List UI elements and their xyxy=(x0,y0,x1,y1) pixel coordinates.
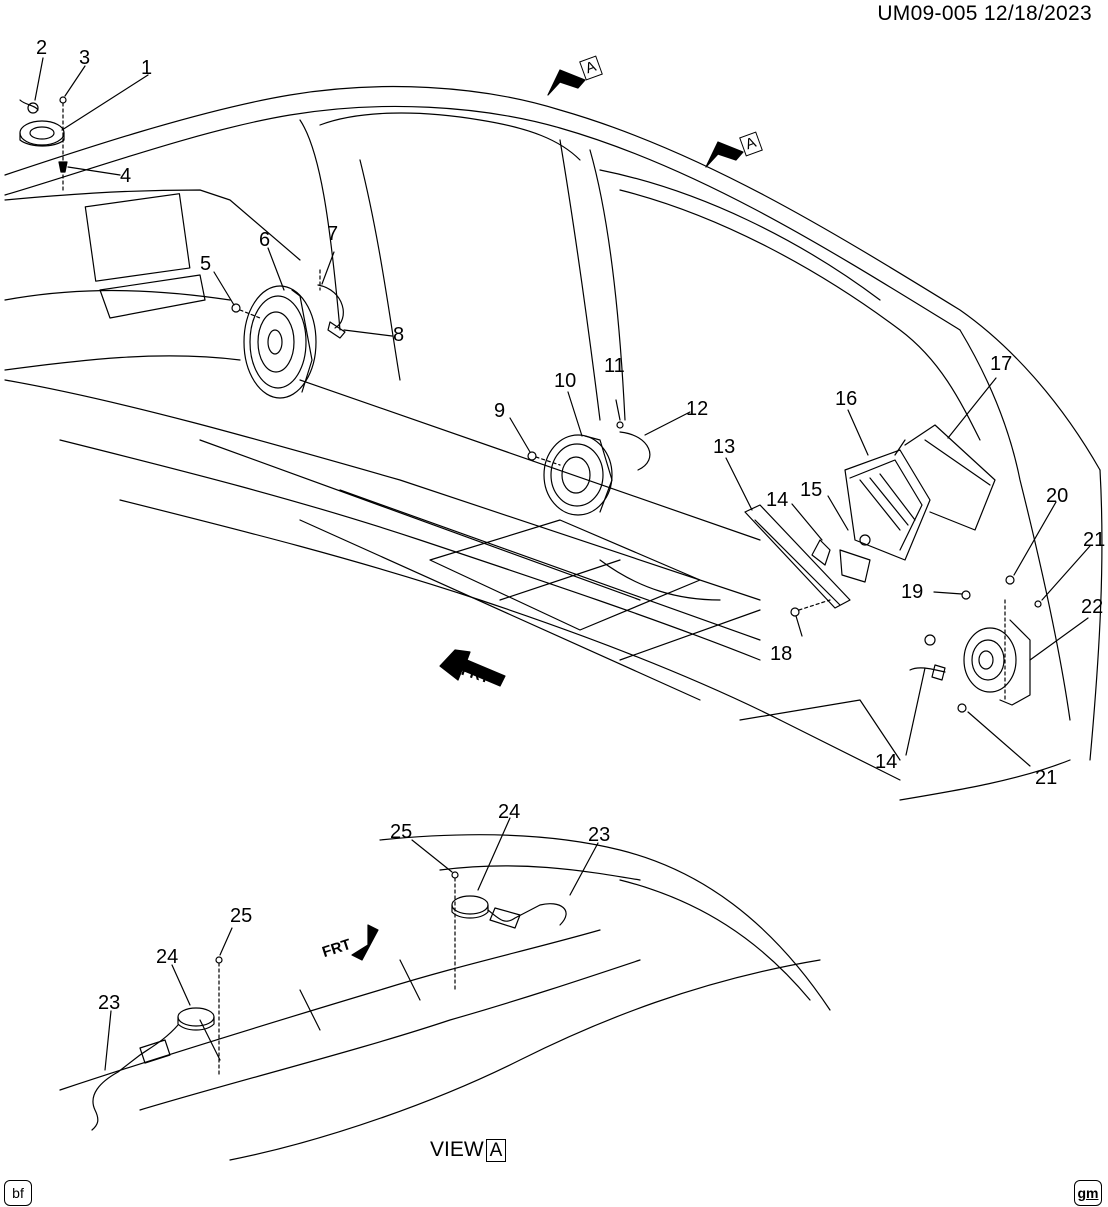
callout-18: 18 xyxy=(770,643,793,665)
frt-arrow-lower-icon xyxy=(351,924,379,961)
callout-9: 9 xyxy=(494,400,506,422)
callout-6: 6 xyxy=(259,229,271,251)
bf-badge: bf xyxy=(4,1180,32,1206)
callout-4: 4 xyxy=(120,165,132,187)
callout-21: 21 xyxy=(1083,529,1106,551)
callout-24-lower: 24 xyxy=(156,946,179,968)
callout-11: 11 xyxy=(604,355,625,377)
callout-20: 20 xyxy=(1046,485,1069,507)
gm-logo: gm xyxy=(1074,1180,1102,1206)
callout-leaders xyxy=(34,57,1091,1071)
callout-19: 19 xyxy=(901,581,924,603)
callout-15: 15 xyxy=(800,479,823,501)
callout-5: 5 xyxy=(200,253,212,275)
callout-2: 2 xyxy=(36,37,48,59)
frt-arrow-upper-icon xyxy=(439,649,506,687)
callout-17: 17 xyxy=(990,353,1013,375)
front-door-speaker xyxy=(231,269,346,399)
view-caption-prefix: VIEW xyxy=(430,1138,484,1161)
callout-14: 14 xyxy=(766,489,789,511)
callout-7: 7 xyxy=(327,223,339,245)
callout-13: 13 xyxy=(713,436,736,458)
callout-3: 3 xyxy=(79,47,91,69)
view-arrow-1 xyxy=(547,69,586,96)
diagram-id-date: UM09-005 12/18/2023 xyxy=(877,2,1092,25)
rear-door-speaker xyxy=(527,421,651,516)
callout-23: 23 xyxy=(588,824,611,846)
callout-8: 8 xyxy=(393,324,405,346)
amplifier-assembly xyxy=(744,424,996,617)
callout-23-lower: 23 xyxy=(98,992,121,1014)
callout-21-lower: 21 xyxy=(1035,767,1058,789)
callout-24: 24 xyxy=(498,801,521,823)
view-arrow-2 xyxy=(705,141,744,168)
callout-1: 1 xyxy=(141,57,153,79)
callout-25-lower: 25 xyxy=(230,905,253,927)
callout-12: 12 xyxy=(686,398,709,420)
vehicle-body-outline xyxy=(4,85,1103,801)
callout-22: 22 xyxy=(1081,596,1104,618)
view-a-detail xyxy=(59,834,831,1161)
callout-14-lower: 14 xyxy=(875,751,898,773)
subwoofer-assembly xyxy=(909,575,1042,713)
view-caption-letter: A xyxy=(485,1139,507,1162)
callout-16: 16 xyxy=(835,388,858,410)
tweeter-speaker xyxy=(19,96,68,191)
callout-10: 10 xyxy=(554,370,577,392)
callout-25: 25 xyxy=(390,821,413,843)
